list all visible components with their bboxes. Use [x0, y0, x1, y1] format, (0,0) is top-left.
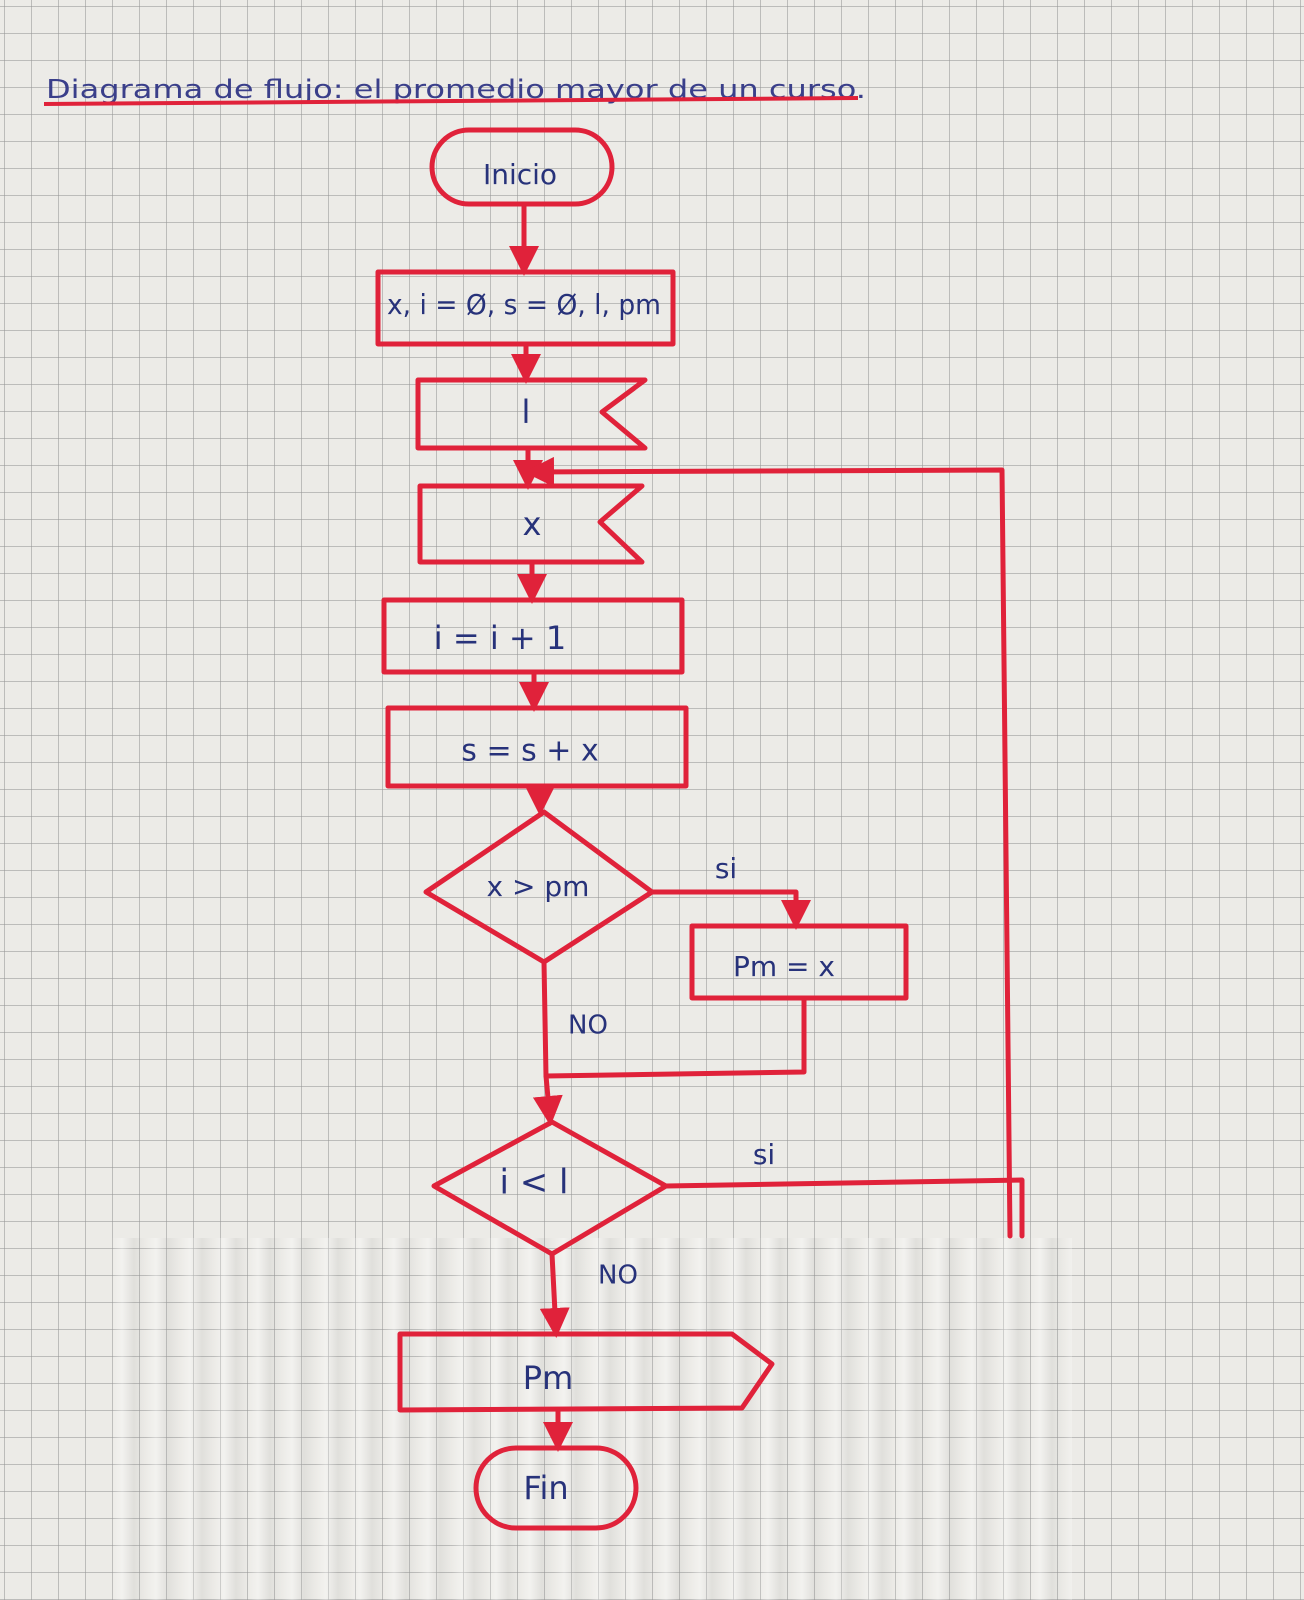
edge-loop-return	[524, 456, 1013, 1239]
edge-cond-loop-no	[539, 1251, 570, 1338]
edge-cond-loop-yes	[663, 1177, 1025, 1239]
start-label: Inicio	[483, 158, 557, 191]
title-underline	[43, 96, 859, 106]
end-label: Fin	[523, 1469, 568, 1507]
cond-loop-yes-label: si	[753, 1138, 775, 1171]
cond-pm-label: x > pm	[487, 870, 590, 903]
init-label: x, i = Ø, s = Ø, l, pm	[387, 288, 661, 321]
cond-loop-label: i < l	[500, 1163, 569, 1203]
output-display	[397, 1331, 775, 1413]
edge-cond-pm-no	[541, 959, 549, 1079]
read-l-label: l	[522, 393, 531, 431]
assign-pm-label: Pm = x	[733, 950, 835, 983]
edge-assign-merge	[543, 995, 807, 1079]
read-x-label: x	[523, 505, 542, 543]
edge-merge-cond-loop	[532, 1073, 563, 1126]
cond-pm-no-label: NO	[568, 1011, 608, 1041]
read-l-input	[415, 377, 648, 451]
read-x-input	[417, 483, 645, 565]
increment-label: i = i + 1	[434, 619, 566, 657]
cond-pm-yes-label: si	[715, 852, 737, 885]
edge-cond-pm-yes	[649, 889, 811, 930]
accumulate-label: s = s + x	[461, 734, 598, 769]
output-label: Pm	[523, 1359, 573, 1397]
cond-loop-no-label: NO	[598, 1261, 638, 1291]
